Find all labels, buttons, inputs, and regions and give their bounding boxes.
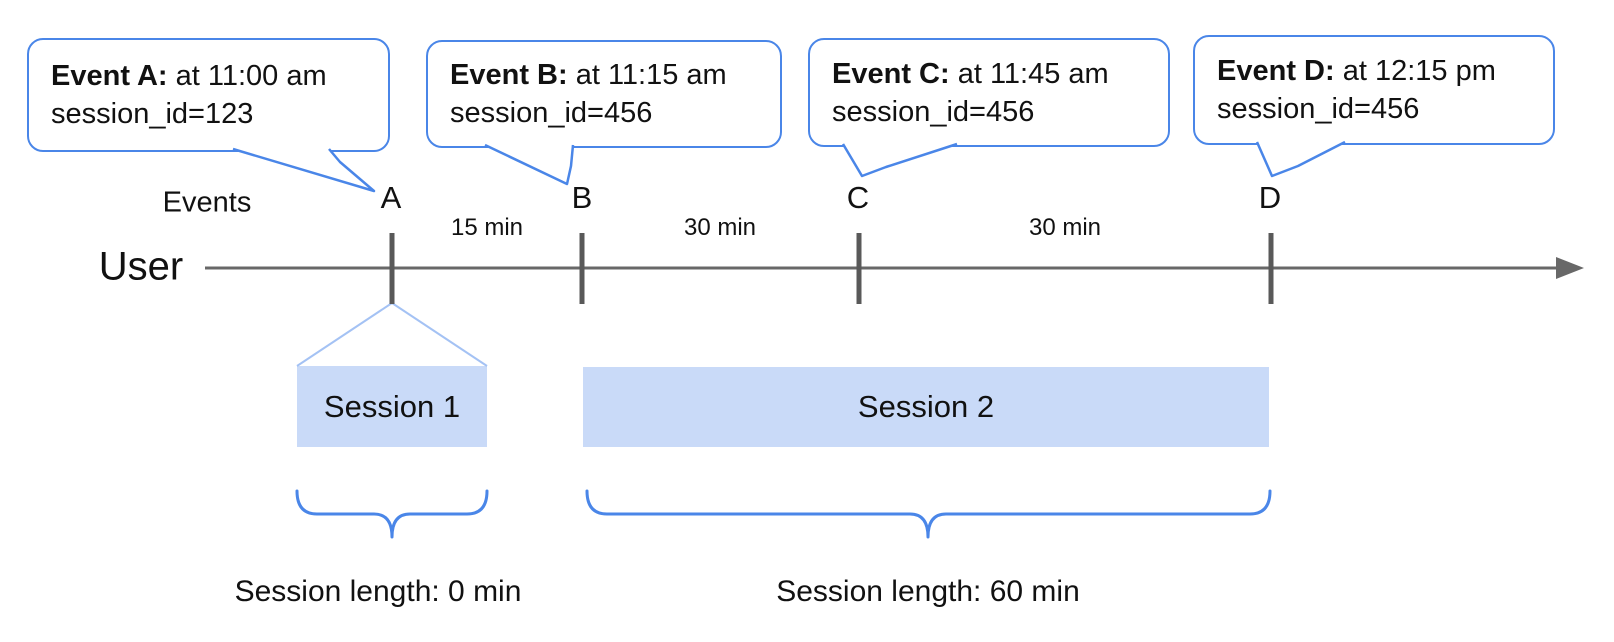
event-b-callout-line1: Event B: at 11:15 am bbox=[450, 56, 758, 94]
event-d-session-id: session_id=456 bbox=[1217, 93, 1420, 125]
marker-a-label: A bbox=[380, 180, 402, 215]
event-b-title: Event B: bbox=[450, 59, 568, 91]
events-label: Events bbox=[162, 186, 252, 219]
event-d-callout-line1: Event D: at 12:15 pm bbox=[1217, 52, 1531, 90]
session-length-braces bbox=[295, 489, 1272, 539]
session-2-brace bbox=[585, 489, 1272, 539]
event-a-callout-line1: Event A: at 11:00 am bbox=[51, 57, 366, 95]
session-2-label: Session 2 bbox=[857, 389, 995, 424]
event-c-session-id: session_id=456 bbox=[832, 95, 1035, 128]
event-d-callout-tail bbox=[1255, 140, 1346, 178]
marker-c-label: C bbox=[846, 180, 870, 215]
event-a-time: at 11:00 am bbox=[167, 60, 327, 92]
event-c-time: at 11:45 am bbox=[949, 57, 1109, 90]
session-1-length-label: Session length: 0 min bbox=[234, 575, 522, 608]
session-2-box: Session 2 bbox=[583, 367, 1269, 447]
event-c-callout-line1: Event C: at 11:45 am bbox=[832, 55, 1146, 93]
event-c-title: Event C: bbox=[832, 57, 950, 90]
event-b-time: at 11:15 am bbox=[567, 59, 727, 91]
event-a-session-id: session_id=123 bbox=[51, 98, 254, 130]
user-timeline-arrow bbox=[205, 257, 1584, 279]
event-d-time: at 12:15 pm bbox=[1334, 55, 1496, 87]
event-c-callout: Event C: at 11:45 am session_id=456 bbox=[808, 38, 1170, 147]
marker-b-label: B bbox=[571, 180, 593, 215]
timeline-arrowhead-icon bbox=[1556, 257, 1584, 279]
gap-a-b-label: 15 min bbox=[450, 214, 524, 241]
session-1-label: Session 1 bbox=[323, 388, 461, 424]
event-d-title: Event D: bbox=[1217, 55, 1335, 87]
session-1-box: Session 1 bbox=[297, 366, 487, 447]
marker-d-label: D bbox=[1258, 180, 1282, 215]
event-tick-marks bbox=[389, 233, 1274, 304]
event-b-session-id: session_id=456 bbox=[450, 97, 653, 129]
event-a-title: Event A: bbox=[51, 60, 168, 92]
callout-tails bbox=[232, 140, 1346, 193]
event-d-callout: Event D: at 12:15 pm session_id=456 bbox=[1193, 35, 1555, 145]
event-b-callout: Event B: at 11:15 am session_id=456 bbox=[426, 40, 782, 148]
event-a-callout: Event A: at 11:00 am session_id=123 bbox=[27, 38, 390, 152]
gap-b-c-label: 30 min bbox=[683, 214, 757, 241]
user-label: User bbox=[98, 244, 184, 289]
event-b-callout-tail bbox=[484, 143, 575, 186]
session-1-funnel-lines bbox=[296, 302, 488, 367]
session-1-brace bbox=[295, 489, 489, 539]
session-2-length-label: Session length: 60 min bbox=[776, 575, 1080, 608]
event-a-callout-tail bbox=[232, 147, 376, 193]
gap-c-d-label: 30 min bbox=[1028, 214, 1102, 241]
event-c-callout-tail bbox=[841, 142, 958, 178]
